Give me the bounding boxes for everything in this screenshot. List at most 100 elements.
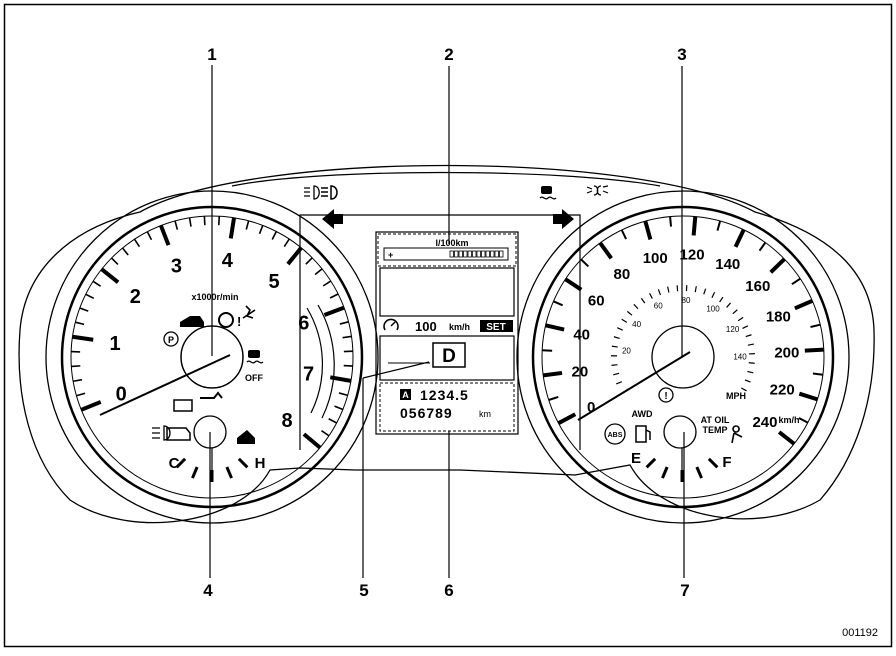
tach-tick [246,221,248,230]
speed-tick [559,414,576,423]
battery-icon [174,400,192,411]
mph-tick [727,303,731,308]
info-screen [380,268,514,316]
kmh-numeral: 20 [572,364,589,381]
fuel-plus-sign: + [388,250,393,260]
callout-5: 5 [359,581,368,600]
speed-tick [694,217,696,236]
kmh-numeral: 60 [588,293,605,310]
cluster-hood [232,173,660,187]
parking-brake-icon: P [164,332,178,346]
svg-text:ABS: ABS [608,432,623,439]
tach-tick [321,431,328,436]
gauge-tick [239,459,247,467]
mph-tick [616,382,622,384]
tach-tick [72,337,93,340]
speed-tick [565,279,581,289]
tach-tick [190,218,191,227]
tach-tick [344,366,353,367]
tach-tick [343,336,352,337]
tach-tick [329,419,337,423]
mph-tick [658,289,660,295]
mph-tick [704,289,706,295]
door-open-icon [180,316,204,327]
multi-info-display: l/100km + 100 km/h SET D A 1234.5 056789… [376,232,518,434]
speed-tick [760,243,766,251]
tach-tick [80,308,88,311]
speed-tick [779,432,794,444]
svg-text:OFF: OFF [245,373,263,383]
tach-tick [93,281,101,286]
mph-tick [695,286,696,292]
speed-tick [670,217,671,227]
mph-tick [742,326,747,329]
tach-numeral: 3 [171,256,182,278]
tach-tick [324,308,344,315]
fuel-bar-segment [464,251,468,257]
speed-tick [546,325,565,329]
tach-tick [76,393,85,395]
fuel-bar-segment [495,251,499,257]
mph-tick [733,310,738,314]
mph-numeral: 20 [622,346,631,355]
svg-text:SET: SET [486,322,505,333]
mph-tick [747,371,753,372]
odometer-unit: km [479,409,491,419]
tach-numeral: 6 [298,313,309,335]
mph-tick [627,311,632,315]
seatbelt-icon [243,306,255,318]
mph-numeral: 120 [726,325,740,334]
fuel-icon [636,426,650,442]
cruise-control-icon [384,319,398,330]
speed-tick [795,301,812,309]
mph-tick [634,304,638,308]
callout-leaders [210,65,684,578]
tach-tick [231,218,234,239]
at-oil-temp-label: AT OIL [701,415,730,425]
tach-tick [340,322,349,324]
tach-numeral: 1 [109,333,120,355]
kmh-numeral: 140 [715,256,740,273]
front-fog-light-icon [304,186,319,199]
speed-tick [811,325,821,327]
mph-tick [749,363,755,364]
kmh-numeral: 180 [766,309,791,326]
tach-tick [161,226,169,246]
figure-code: 001192 [842,627,878,639]
kmh-numeral: 240 [752,414,777,431]
tach-tick [71,366,80,367]
speed-tick [799,394,817,400]
speed-tick [799,418,808,423]
tach-tick [288,248,301,264]
speed-tick [805,350,824,351]
speed-tick [600,243,611,258]
mph-tick [622,319,627,322]
position-light-icon [587,186,608,195]
fuel-bar-segment [477,251,481,257]
svg-text:!: ! [237,314,241,329]
tach-tick [304,434,320,447]
gauge-tick [647,459,655,467]
security-icon [237,430,255,444]
tach-tick [134,239,139,247]
mph-tick [612,346,618,347]
tach-tick [339,393,348,395]
tach-tick [335,406,343,409]
mph-tick [641,298,644,303]
abs-icon: ABS [605,424,625,444]
mph-label: MPH [726,391,746,401]
kmh-numeral: 160 [745,278,770,295]
vdc-off-icon: OFF [245,350,263,383]
gear-position: D [442,346,456,367]
oil-pressure-icon [200,393,222,398]
turn-left-arrow-icon [322,209,343,229]
tach-tick [260,225,263,233]
mph-tick [650,293,653,298]
cruise-set-speed: 100 [415,319,437,334]
speed-tick [771,259,785,272]
callout-2: 2 [444,45,453,64]
svg-text:P: P [168,335,174,345]
tach-tick [330,294,338,298]
